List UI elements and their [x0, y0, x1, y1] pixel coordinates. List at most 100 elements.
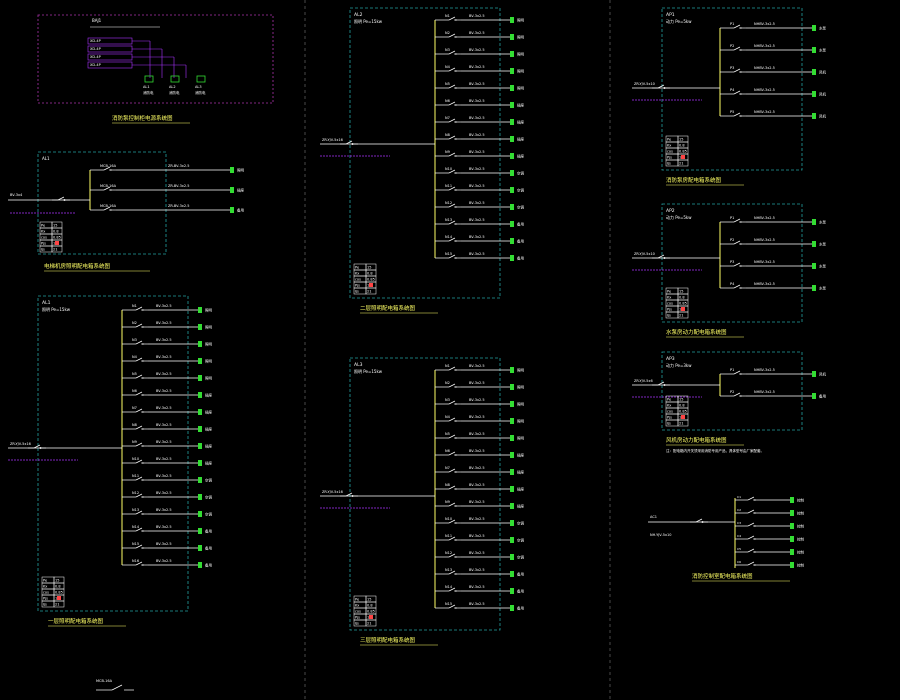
feeder-cable: NHBV-3x2.5 [754, 282, 775, 286]
breaker-blade [747, 522, 755, 527]
legend-key: cos [355, 610, 361, 614]
breaker-contact [739, 26, 742, 30]
feeder-load: 照明 [517, 386, 525, 390]
breaker-blade [448, 169, 456, 174]
breaker-contact [141, 342, 144, 346]
detail-load-box [170, 75, 180, 83]
legend-value: 0.85 [367, 610, 375, 614]
breaker-blade [733, 262, 741, 267]
feeder-load: 插座 [205, 410, 212, 415]
breaker-contact [753, 524, 756, 528]
feeder-load: 照明 [517, 437, 525, 441]
feeder-cable: BV-3x2.5 [469, 483, 485, 487]
breaker-blade [345, 492, 353, 497]
panel-enclosure [349, 7, 501, 299]
feeder-cable: NHBV-3x2.5 [754, 66, 775, 70]
load-terminal [510, 136, 514, 142]
feeder-load: 备用 [517, 256, 525, 261]
feeder-breaker: N2 [445, 31, 450, 35]
feeder-load: 照明 [517, 369, 525, 373]
detail-load-name: AL3 [195, 85, 202, 89]
legend-value: 21 [679, 422, 683, 426]
legend-key: Ijs [43, 603, 47, 607]
breaker-blade [135, 459, 143, 464]
breaker-blade [135, 374, 143, 379]
panel-subheader: 照明 Pe=15kw [354, 369, 383, 374]
feeder-cable: BV-3x2.5 [469, 65, 485, 69]
breaker-blade [733, 240, 741, 245]
feeder-cable: BV-3x2.5 [156, 355, 172, 359]
load-terminal [510, 34, 514, 40]
legend-highlight [681, 415, 685, 419]
feeder-breaker: N12 [132, 491, 139, 495]
legend-key: cos [667, 410, 673, 414]
feeder-breaker: P2 [730, 390, 734, 394]
breaker-contact [141, 512, 144, 516]
breaker-contact [109, 208, 112, 212]
load-terminal [510, 221, 514, 227]
feeder-cable: BV-3x2.5 [469, 568, 485, 572]
feeder-cable: ZR-BV-3x2.5 [168, 164, 189, 168]
feeder-cable: BV-3x2.5 [156, 372, 172, 376]
legend-value: 21 [367, 622, 371, 626]
load-terminal [198, 443, 202, 449]
feeder-cable: BV-3x2.5 [156, 525, 172, 529]
incoming-cable: ZR-YJV-5x10 [634, 252, 655, 256]
feeder-load: 备用 [205, 546, 212, 551]
feeder-cable: BV-3x2.5 [469, 167, 485, 171]
legend-key: Ijs [667, 162, 671, 166]
load-terminal [812, 285, 816, 291]
breaker-blade [657, 254, 665, 259]
load-terminal [198, 409, 202, 415]
feeder-breaker: N7 [132, 406, 137, 410]
feeder-cable: BV-3x2.5 [469, 381, 485, 385]
breaker-contact [454, 86, 457, 90]
feeder-breaker: C5 [737, 547, 741, 551]
panel-header: BAJ1 [92, 18, 102, 23]
feeder-load: 照明 [517, 403, 525, 407]
load-terminal [510, 418, 514, 424]
feeder-breaker: N13 [445, 568, 452, 572]
feeder-breaker: N3 [445, 48, 450, 52]
breaker-blade [135, 425, 143, 430]
feeder-cable: BV-3x2.5 [156, 559, 172, 563]
legend-key: Kx [667, 144, 671, 148]
panel-caption: 电梯机房照明配电箱系统图 [44, 262, 111, 270]
feeder-breaker: MCB-16A [100, 204, 117, 208]
feeder-cable: BV-3x2.5 [469, 184, 485, 188]
load-terminal [812, 219, 816, 225]
feeder-load: 照明 [205, 343, 212, 347]
breaker-contact [141, 393, 144, 397]
legend-key: Pe [667, 138, 671, 142]
breaker-blade [135, 493, 143, 498]
feeder-load: 风机 [819, 92, 827, 97]
feeder-load: 插座 [517, 504, 525, 509]
load-terminal [198, 426, 202, 432]
breaker-contact [739, 114, 742, 118]
legend-value: 0.8 [679, 404, 685, 408]
legend-highlight [681, 307, 685, 311]
feeder-breaker: N11 [132, 474, 139, 478]
incoming-cable: ZR-YJV-5x6 [634, 379, 653, 383]
panel-enclosure [661, 351, 803, 431]
load-terminal [510, 170, 514, 176]
feeder-load: 插座 [517, 453, 525, 458]
breaker-contact [109, 168, 112, 172]
load-terminal [812, 113, 816, 119]
legend-key: Kx [41, 230, 45, 234]
incoming-cable: ZR-YJV-5x16 [322, 138, 343, 142]
feeder-cable: ZR-BV-3x2.5 [168, 184, 189, 188]
legend-key: cos [667, 150, 673, 154]
